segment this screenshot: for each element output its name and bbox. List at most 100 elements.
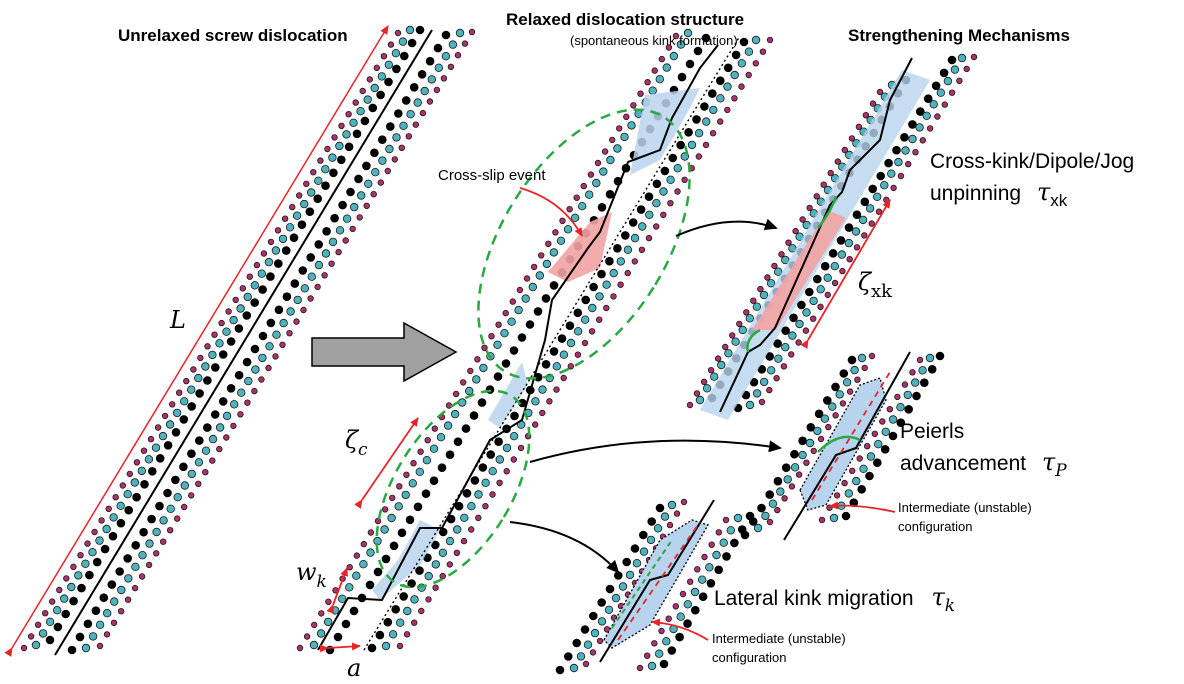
atom: [922, 111, 931, 120]
heading-mechanisms: Strengthening Mechanisms: [848, 26, 1070, 45]
atom: [701, 553, 708, 561]
atom: [613, 144, 622, 153]
atom: [298, 266, 308, 275]
atom: [708, 541, 715, 548]
atom: [187, 469, 196, 479]
atom: [655, 74, 664, 84]
atom: [828, 402, 837, 411]
atom: [431, 560, 440, 569]
atom: [904, 405, 913, 414]
atom: [437, 463, 447, 473]
atom: [267, 238, 275, 246]
atom: [91, 528, 98, 536]
atom: [963, 65, 970, 73]
cross-slip-region: [548, 212, 612, 282]
atom: [401, 490, 410, 500]
atom: [970, 53, 978, 61]
atom: [767, 366, 776, 375]
atom: [596, 316, 603, 323]
atom: [538, 252, 545, 259]
atom: [660, 166, 670, 176]
atom: [349, 225, 356, 233]
atom: [53, 622, 63, 632]
atom: [85, 570, 94, 580]
atom: [674, 188, 681, 195]
atom: [597, 269, 606, 279]
atom: [394, 29, 402, 37]
atom: [152, 550, 160, 557]
atom: [723, 63, 733, 73]
atom: [186, 385, 196, 394]
atom: [425, 56, 435, 66]
atom: [244, 376, 253, 386]
atom: [180, 503, 188, 511]
atom: [145, 561, 153, 569]
atom: [693, 46, 703, 56]
atom: [865, 204, 875, 213]
atom: [900, 133, 909, 142]
atom: [229, 315, 238, 325]
transition-arrow: [311, 321, 458, 383]
atom: [825, 423, 832, 431]
atom: [274, 305, 284, 315]
atom: [797, 300, 806, 310]
atom: [453, 525, 462, 534]
atom: [502, 309, 509, 317]
atom: [549, 281, 559, 290]
atom: [171, 475, 180, 485]
atom: [441, 30, 451, 40]
atom: [425, 596, 432, 603]
atom: [509, 298, 516, 305]
atom: [218, 319, 225, 327]
atom: [197, 354, 204, 362]
atom: [602, 280, 611, 289]
atom: [744, 47, 754, 56]
atom: [818, 516, 826, 524]
lateral-red-dash: [617, 521, 701, 641]
atom: [250, 344, 260, 354]
atom: [752, 389, 762, 398]
atom: [644, 652, 651, 659]
atom: [370, 148, 379, 158]
atom: [722, 516, 730, 524]
atom: [616, 125, 623, 132]
w-k-label: wk: [296, 558, 327, 592]
atom: [810, 315, 817, 322]
atom: [232, 296, 239, 304]
atom: [820, 181, 827, 188]
w-k-arrow: [326, 567, 348, 614]
atom: [595, 292, 604, 301]
atom: [91, 606, 101, 615]
atom: [337, 155, 346, 165]
atom: [209, 457, 216, 464]
atom: [588, 303, 597, 313]
atom: [559, 350, 569, 359]
atom: [387, 41, 395, 48]
atom: [399, 592, 409, 601]
atom: [823, 273, 832, 282]
atom: [436, 433, 446, 442]
atom: [916, 356, 924, 364]
atom: [314, 260, 324, 270]
atom: [173, 493, 182, 502]
atom: [448, 40, 458, 49]
atom: [880, 445, 890, 454]
atom: [365, 580, 375, 590]
atom: [362, 161, 371, 171]
atom: [202, 469, 209, 476]
atom: [500, 329, 509, 338]
a-label: a: [347, 654, 361, 682]
atom: [195, 389, 204, 398]
atom: [493, 340, 502, 349]
atom: [335, 141, 344, 151]
atom: [378, 156, 387, 165]
atom: [624, 269, 631, 277]
atom: [175, 389, 183, 396]
atom: [887, 169, 896, 178]
atom: [876, 88, 884, 96]
atom: [450, 409, 460, 419]
atom: [152, 527, 161, 537]
atom: [510, 411, 519, 421]
atom: [724, 349, 733, 358]
atom: [628, 218, 638, 227]
